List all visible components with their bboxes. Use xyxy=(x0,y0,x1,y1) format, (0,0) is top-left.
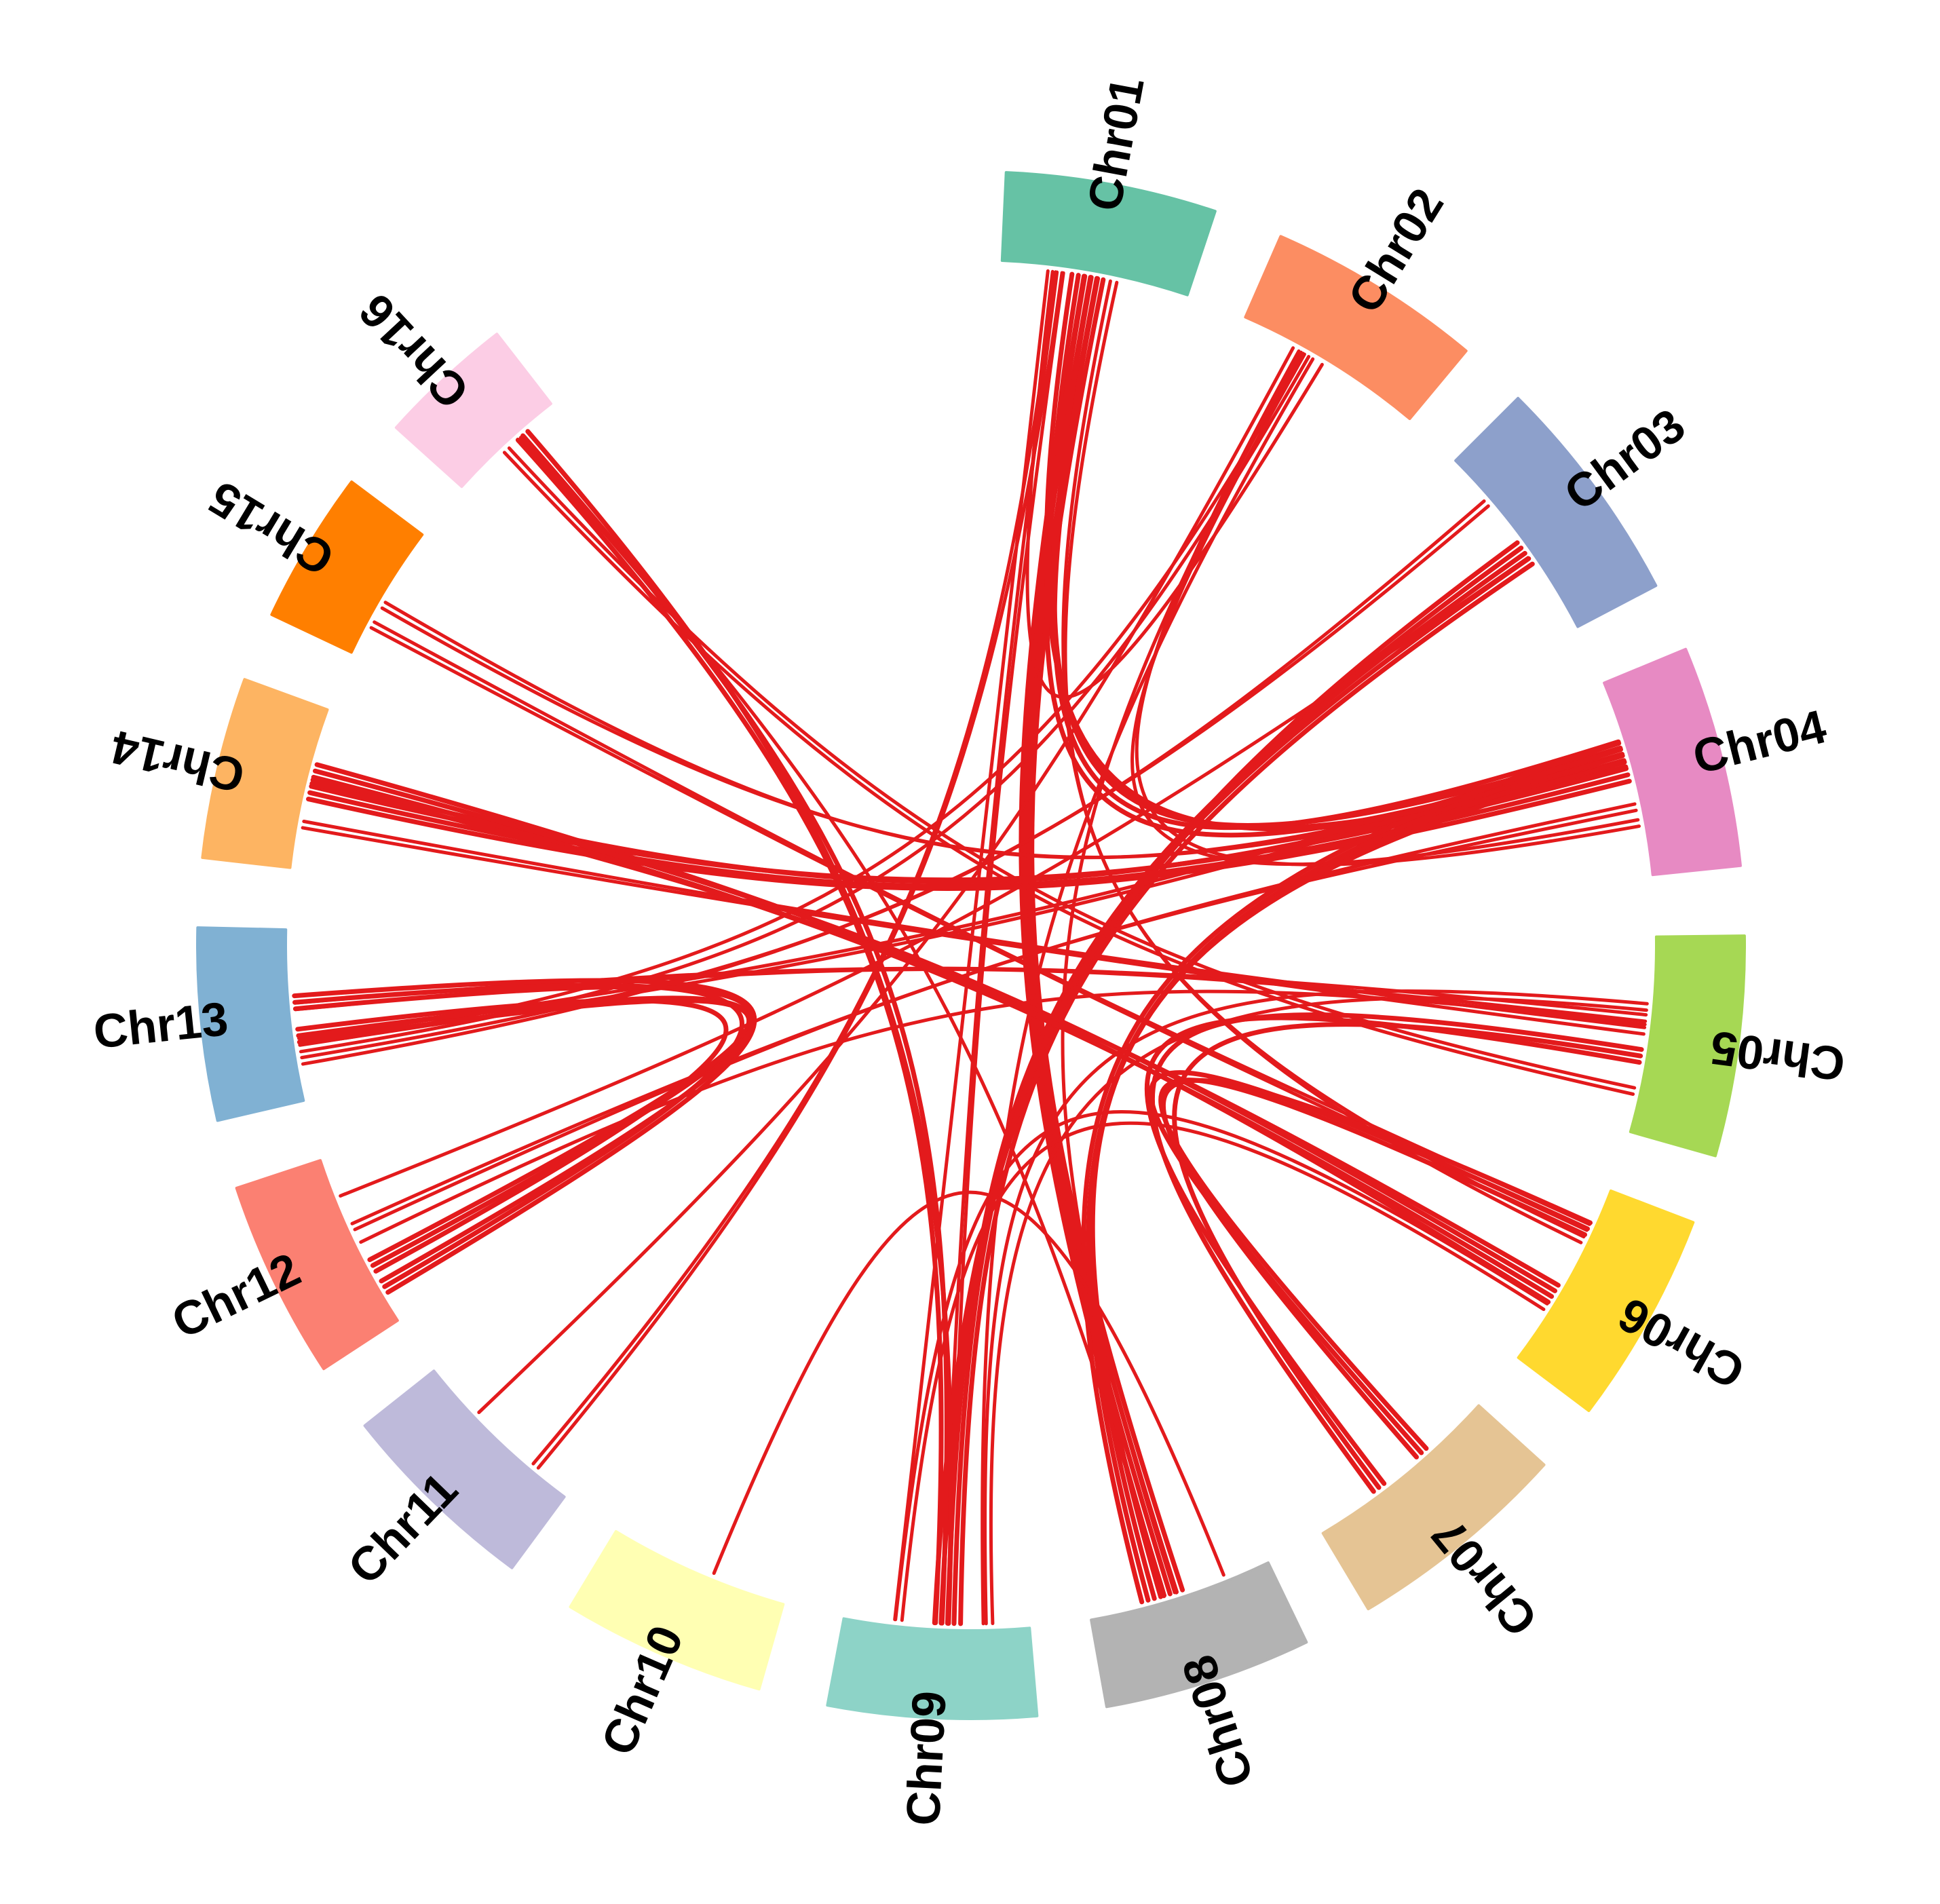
ideogram-chr06 xyxy=(1517,1189,1695,1413)
ideogram-chr04 xyxy=(1603,647,1742,877)
link-chr06-chr14 xyxy=(309,781,1551,1305)
link-chr05-chr09 xyxy=(989,996,1648,1625)
link-chr04-chr08 xyxy=(1090,759,1627,1599)
link-chr01-chr04 xyxy=(1052,275,1623,828)
link-chr04-chr15 xyxy=(380,606,1627,859)
link-chr12-chr13 xyxy=(295,997,729,1274)
link-chr03-chr09 xyxy=(945,550,1527,1626)
link-chr06-chr14 xyxy=(313,768,1557,1293)
link-chr16-chr08 xyxy=(518,436,1167,1597)
ideogram-chr01 xyxy=(1000,171,1217,297)
ideogram-chr09 xyxy=(826,1617,1039,1720)
link-chr05-chr07 xyxy=(1172,1022,1643,1490)
link-chr16-chr09 xyxy=(525,429,953,1626)
chr-label-chr07: Chr07 xyxy=(1422,1508,1548,1646)
chr-label-chr11: Chr11 xyxy=(338,1462,468,1594)
link-chr06-chr07 xyxy=(1158,1078,1587,1451)
ideogram-chr11 xyxy=(363,1369,566,1569)
chr-label-chr06: Chr06 xyxy=(1610,1287,1753,1398)
ideogram-chr03 xyxy=(1454,396,1658,628)
link-chr03-chr13 xyxy=(300,499,1486,1060)
link-chr06-chr09 xyxy=(900,1121,1546,1622)
chr-label-chr16: Chr16 xyxy=(349,284,479,418)
ideogram-chr14 xyxy=(201,678,329,869)
chr-label-chr03: Chr03 xyxy=(1555,398,1694,520)
link-chr01-chr11 xyxy=(536,271,1064,1470)
ideogram-chr12 xyxy=(235,1159,399,1371)
link-chr05-chr07 xyxy=(1144,1015,1642,1486)
chr-label-chr10: Chr10 xyxy=(591,1618,693,1762)
ideogram-chr13 xyxy=(195,926,305,1122)
link-chr12-chr13 xyxy=(292,983,745,1289)
ideogram-chr08 xyxy=(1090,1561,1308,1709)
link-chr12-chr13 xyxy=(292,984,755,1284)
links-layer xyxy=(292,269,1649,1626)
link-chr06-chr09 xyxy=(894,1110,1549,1622)
ideogram-chr16 xyxy=(394,332,552,489)
link-chr05-chr09 xyxy=(983,989,1649,1626)
ideogram-layer xyxy=(195,171,1746,1720)
ideogram-chr02 xyxy=(1244,235,1468,421)
link-chr01-chr11 xyxy=(531,270,1058,1466)
link-chr06-chr07 xyxy=(1161,1078,1593,1460)
ideogram-chr07 xyxy=(1321,1404,1546,1611)
link-chr02-chr09 xyxy=(981,357,1315,1626)
link-chr05-chr07 xyxy=(1149,1012,1644,1494)
chr-label-chr02: Chr02 xyxy=(1338,179,1454,322)
link-chr12-chr05 xyxy=(359,989,1647,1244)
chr-label-chr12: Chr12 xyxy=(164,1242,309,1348)
ideogram-chr05 xyxy=(1629,934,1746,1158)
link-chr02-chr04 xyxy=(1135,349,1641,867)
link-chr04-chr08 xyxy=(1081,740,1622,1605)
chr-label-chr08: Chr08 xyxy=(1172,1649,1263,1793)
link-chr12-chr13 xyxy=(297,997,752,1262)
chr-label-chr09: Chr09 xyxy=(896,1690,956,1827)
link-chr10-chr08 xyxy=(712,1190,1225,1577)
ideogram-chr15 xyxy=(270,480,424,654)
link-chr06-chr07 xyxy=(1148,1070,1590,1455)
ideogram-chr10 xyxy=(569,1529,785,1691)
chr-label-chr15: Chr15 xyxy=(200,471,343,586)
link-chr03-chr12 xyxy=(339,556,1530,1198)
link-chr03-chr09 xyxy=(958,561,1535,1626)
